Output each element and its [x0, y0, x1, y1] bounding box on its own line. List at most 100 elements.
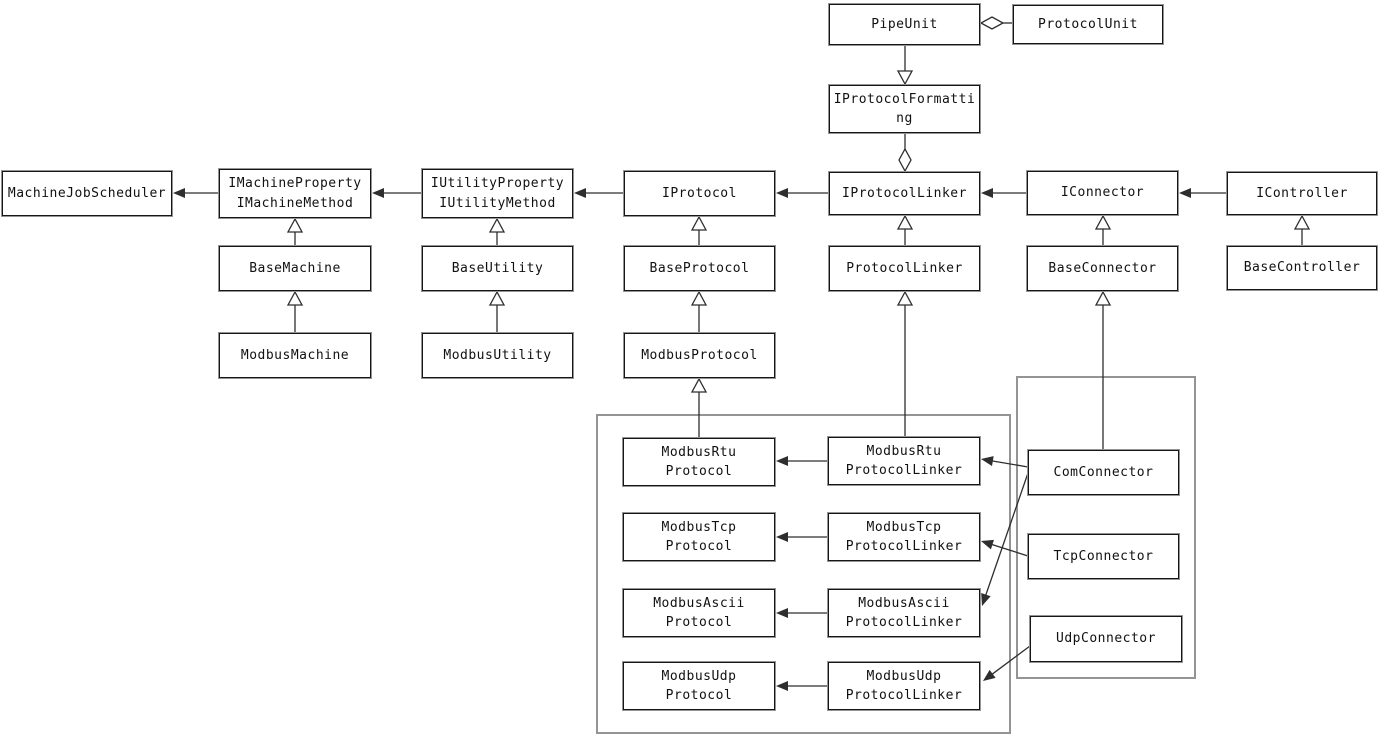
class-modbus-ascii-protocol[interactable]: ModbusAscii Protocol — [622, 588, 776, 638]
edge-modbus-tcp-protocol-linker-to-modbus-tcp-protocol — [776, 532, 828, 542]
arrowhead-generalization — [488, 290, 506, 306]
class-modbus-utility[interactable]: ModbusUtility — [421, 332, 574, 379]
class-modbus-ascii-protocol-linker[interactable]: ModbusAscii ProtocolLinker — [827, 588, 981, 638]
class-modbus-udp-protocol[interactable]: ModbusUdp Protocol — [622, 661, 776, 711]
class-modbus-udp-protocol-linker[interactable]: ModbusUdp ProtocolLinker — [827, 661, 981, 711]
class-label: ProtocolLinker — [846, 260, 963, 276]
class-iutility-property-method[interactable]: IUtilityProperty IUtilityMethod — [421, 168, 574, 219]
edge-com-connector-to-modbus-ascii-protocol-linker — [981, 472, 1029, 606]
edge-com-connector-to-base-connector — [1094, 290, 1112, 450]
class-iconnector[interactable]: IConnector — [1026, 170, 1179, 216]
arrowhead-aggregation — [898, 147, 912, 173]
arrowhead-generalization — [1094, 290, 1112, 306]
class-label: BaseProtocol — [649, 260, 750, 276]
arrowhead-association — [776, 456, 788, 466]
class-protocol-unit[interactable]: ProtocolUnit — [1012, 4, 1164, 45]
class-icontroller[interactable]: IController — [1226, 171, 1378, 216]
arrowhead-aggregation — [979, 16, 1005, 30]
edge-iprotocol-to-iutility-property-method — [574, 188, 624, 198]
arrowhead-association — [981, 188, 993, 198]
class-label: ModbusMachine — [240, 347, 350, 363]
class-label: ModbusRtu ProtocolLinker — [845, 443, 963, 479]
class-machine-job-scheduler[interactable]: MachineJobScheduler — [1, 170, 173, 217]
arrowhead-association — [981, 456, 994, 466]
class-base-controller[interactable]: BaseController — [1226, 245, 1378, 291]
arrowhead-generalization — [1293, 214, 1311, 230]
class-label: ModbusUdp ProtocolLinker — [845, 668, 963, 704]
class-iprotocol-linker[interactable]: IProtocolLinker — [828, 171, 981, 216]
class-base-utility[interactable]: BaseUtility — [421, 245, 574, 292]
class-label: BaseUtility — [451, 260, 544, 276]
class-pipe-unit[interactable]: PipeUnit — [828, 3, 981, 46]
class-tcp-connector[interactable]: TcpConnector — [1027, 533, 1180, 580]
class-label: ModbusTcp Protocol — [661, 519, 737, 555]
edge-base-connector-to-iconnector — [1094, 214, 1112, 246]
edge-protocol-unit-to-pipe-unit — [979, 16, 1013, 30]
edge-modbus-machine-to-base-machine — [286, 290, 304, 333]
edge-modbus-rtu-protocol-linker-to-protocol-linker — [896, 290, 914, 437]
edge-modbus-rtu-protocol-linker-to-modbus-rtu-protocol — [776, 456, 828, 466]
arrowhead-generalization — [690, 215, 708, 231]
class-imachine-property-method[interactable]: IMachineProperty IMachineMethod — [218, 168, 372, 219]
edge-base-protocol-to-iprotocol — [690, 215, 708, 246]
class-label: ProtocolUnit — [1038, 16, 1138, 32]
arrowhead-generalization — [896, 290, 914, 306]
edge-modbus-utility-to-base-utility — [488, 290, 506, 333]
edge-icontroller-to-iconnector — [1179, 188, 1227, 198]
arrowhead-association — [574, 188, 586, 198]
class-base-connector[interactable]: BaseConnector — [1026, 245, 1179, 292]
class-iprotocol-formatting[interactable]: IProtocolFormatti ng — [828, 84, 981, 134]
edge-com-connector-to-modbus-rtu-protocol-linker — [981, 456, 1029, 468]
arrowhead-association — [981, 539, 994, 550]
class-modbus-rtu-protocol[interactable]: ModbusRtu Protocol — [622, 437, 776, 487]
class-label: PipeUnit — [871, 16, 938, 32]
class-protocol-linker[interactable]: ProtocolLinker — [828, 245, 981, 292]
class-label: IUtilityProperty IUtilityMethod — [430, 176, 565, 211]
edge-modbus-rtu-protocol-to-modbus-protocol — [690, 377, 708, 438]
class-label: ModbusAscii Protocol — [653, 595, 745, 631]
class-modbus-machine[interactable]: ModbusMachine — [218, 332, 372, 379]
class-udp-connector[interactable]: UdpConnector — [1029, 615, 1183, 663]
arrowhead-generalization — [286, 217, 304, 233]
edge-iconnector-to-iprotocol-linker — [981, 188, 1027, 198]
edge-base-controller-to-icontroller — [1293, 214, 1311, 246]
class-label: ComConnector — [1053, 464, 1154, 480]
group-modbus-protocol-group — [596, 414, 1011, 734]
class-base-protocol[interactable]: BaseProtocol — [623, 245, 776, 292]
arrowhead-association — [1179, 188, 1191, 198]
arrowhead-association — [983, 669, 996, 681]
class-iprotocol[interactable]: IProtocol — [623, 170, 776, 217]
class-com-connector[interactable]: ComConnector — [1027, 449, 1180, 496]
class-label: ModbusUdp Protocol — [661, 668, 737, 704]
class-label: UdpConnector — [1056, 631, 1156, 647]
arrowhead-association — [776, 532, 788, 542]
class-label: IConnector — [1060, 185, 1145, 201]
class-modbus-protocol[interactable]: ModbusProtocol — [623, 332, 776, 379]
class-modbus-tcp-protocol[interactable]: ModbusTcp Protocol — [622, 512, 776, 562]
class-label: MachineJobScheduler — [7, 185, 167, 201]
arrowhead-association — [776, 188, 788, 198]
arrowhead-association — [776, 681, 788, 691]
edge-udp-connector-to-modbus-udp-protocol-linker — [983, 645, 1031, 681]
arrowhead-generalization — [488, 217, 506, 233]
edge-iprotocol-linker-to-iprotocol — [776, 188, 829, 198]
arrowhead-generalization — [286, 290, 304, 306]
class-label: ModbusAscii ProtocolLinker — [845, 595, 963, 631]
class-modbus-tcp-protocol-linker[interactable]: ModbusTcp ProtocolLinker — [827, 512, 981, 562]
class-base-machine[interactable]: BaseMachine — [218, 245, 372, 292]
class-label: ModbusRtu Protocol — [661, 444, 737, 480]
arrowhead-generalization — [1094, 214, 1112, 230]
class-label: BaseMachine — [249, 260, 341, 276]
class-label: TcpConnector — [1053, 548, 1154, 564]
class-modbus-rtu-protocol-linker[interactable]: ModbusRtu ProtocolLinker — [827, 436, 981, 486]
edge-modbus-udp-protocol-linker-to-modbus-udp-protocol — [776, 681, 828, 691]
edge-pipe-unit-to-iprotocol-formatting — [896, 45, 914, 86]
arrowhead-association — [981, 593, 991, 606]
class-label: IController — [1256, 185, 1348, 201]
arrowhead-generalization — [896, 70, 914, 86]
edge-tcp-connector-to-modbus-tcp-protocol-linker — [981, 539, 1029, 557]
edge-iprotocol-formatting-to-iprotocol-linker — [898, 133, 912, 173]
arrowhead-association — [776, 608, 788, 618]
edge-protocol-linker-to-iprotocol-linker — [896, 214, 914, 246]
